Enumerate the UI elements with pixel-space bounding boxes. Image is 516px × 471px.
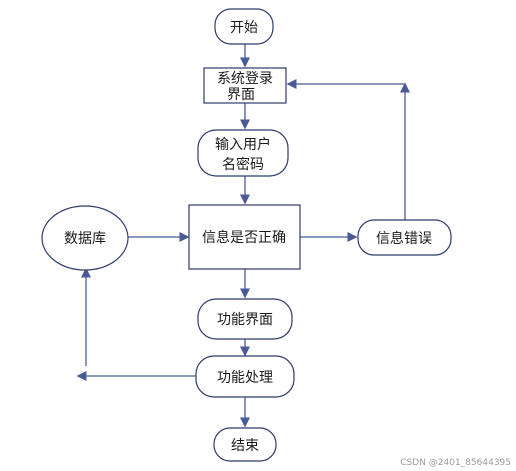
function-process-label: 功能处理 bbox=[217, 370, 273, 386]
input-label-line1: 输入用户 bbox=[215, 136, 271, 153]
node-end: 结束 bbox=[213, 427, 277, 462]
watermark: CSDN @2401_85644395 bbox=[400, 458, 511, 468]
check-label: 信息是否正确 bbox=[202, 229, 286, 246]
input-label-line2: 名密码 bbox=[222, 156, 264, 173]
end-label: 结束 bbox=[231, 438, 259, 454]
start-label: 开始 bbox=[230, 20, 258, 36]
node-check-info: 信息是否正确 bbox=[188, 204, 301, 270]
node-login-interface: 系统登录 界面 bbox=[203, 67, 287, 104]
function-process-rounded-box bbox=[195, 355, 295, 398]
end-terminator bbox=[213, 427, 277, 462]
function-ui-label: 功能界面 bbox=[217, 312, 273, 328]
start-terminator bbox=[214, 8, 274, 45]
node-function-interface: 功能界面 bbox=[197, 298, 293, 340]
database-label: 数据库 bbox=[64, 231, 106, 247]
error-rounded-box bbox=[357, 219, 452, 256]
edges bbox=[76, 44, 410, 428]
login-process-box bbox=[203, 67, 287, 104]
input-rounded-box bbox=[197, 129, 289, 177]
login-label-line2: 界面 bbox=[227, 87, 255, 103]
check-process-box bbox=[188, 204, 301, 270]
login-label-line1: 系统登录 bbox=[217, 71, 273, 87]
database-ellipse bbox=[41, 205, 129, 271]
function-ui-rounded-box bbox=[197, 298, 293, 340]
node-start: 开始 bbox=[214, 8, 274, 45]
node-input-credentials: 输入用户 名密码 bbox=[197, 129, 289, 177]
node-function-processing: 功能处理 bbox=[195, 355, 295, 398]
node-database: 数据库 bbox=[41, 205, 129, 271]
error-label: 信息错误 bbox=[376, 230, 432, 247]
node-info-error: 信息错误 bbox=[357, 219, 452, 256]
